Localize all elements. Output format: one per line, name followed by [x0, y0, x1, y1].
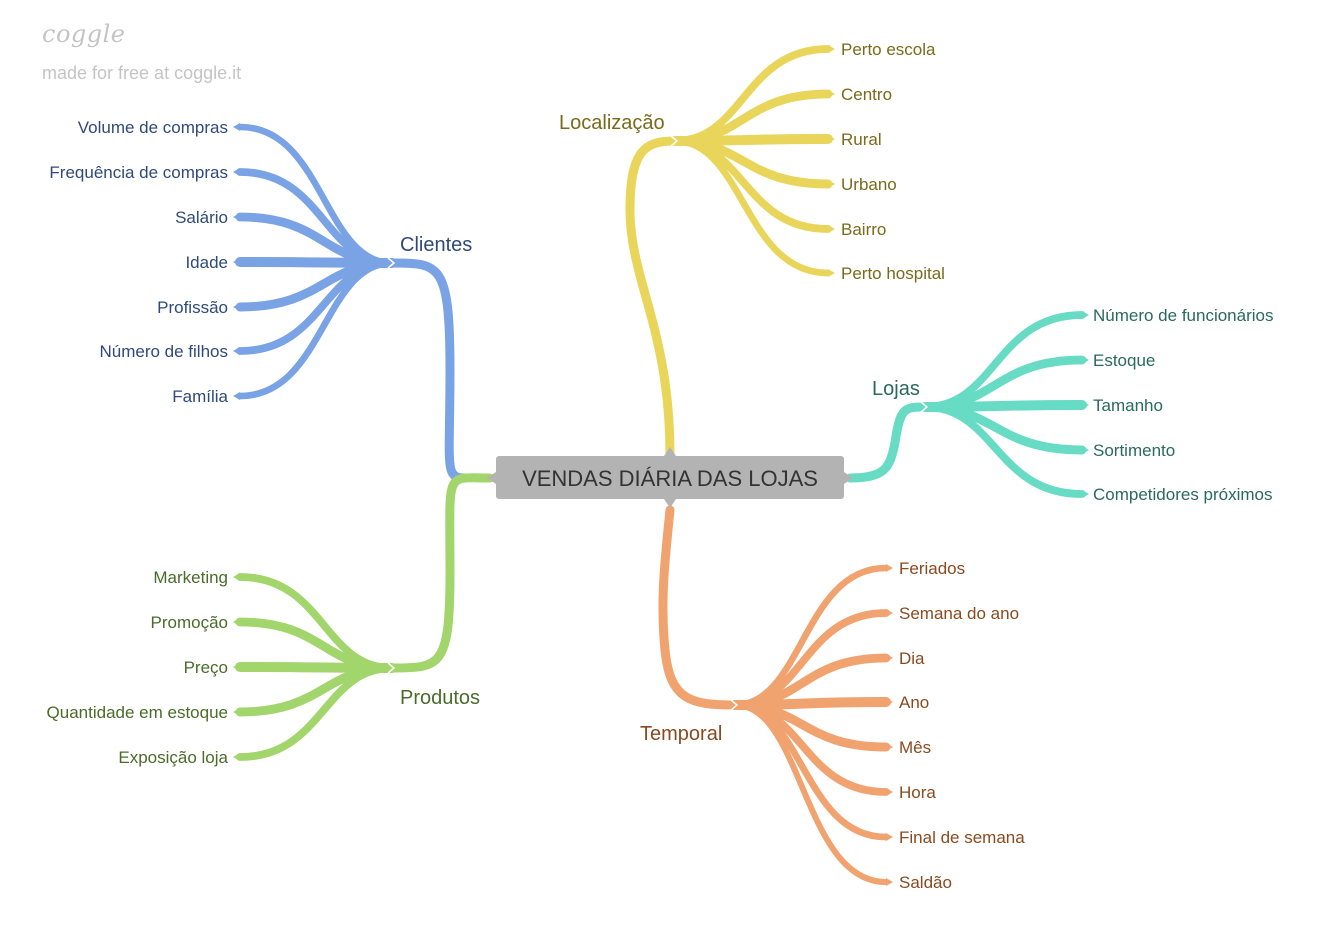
leaf-temporal-mes[interactable]: Mês	[899, 738, 931, 757]
leaf-clientes-numero-de-filhos[interactable]: Número de filhos	[99, 342, 228, 361]
leaf-localizacao-centro[interactable]: Centro	[841, 85, 892, 104]
leaf-clientes-familia[interactable]: Família	[172, 387, 228, 406]
center-node-label: VENDAS DIÁRIA DAS LOJAS	[522, 466, 818, 491]
hub-chevron-temporal	[730, 699, 739, 711]
arrow-tip-temporal-dia	[886, 654, 893, 662]
center-notch-bottom	[664, 499, 676, 508]
hub-chevron-clientes	[387, 257, 396, 269]
leaf-temporal-feriados[interactable]: Feriados	[899, 559, 965, 578]
connector-root-localizacao	[625, 136, 680, 460]
arrow-tip-produtos-marketing	[233, 573, 240, 581]
leaf-clientes-frequencia-de-compras[interactable]: Frequência de compras	[49, 163, 228, 182]
leaf-localizacao-rural[interactable]: Rural	[841, 130, 882, 149]
connector-root-lojas	[845, 402, 930, 483]
leaf-temporal-saldao[interactable]: Saldão	[899, 873, 952, 892]
center-notch-right	[844, 472, 853, 484]
coggle-tagline: made for free at coggle.it	[42, 63, 242, 83]
arrow-tip-temporal-final-de-semana	[886, 833, 893, 841]
arrow-tip-temporal-hora	[886, 788, 893, 796]
arrow-tip-clientes-familia	[233, 392, 240, 400]
center-notch-left	[487, 472, 496, 484]
arrow-tip-localizacao-urbano	[828, 180, 835, 188]
connector-clientes-volume-de-compras	[236, 123, 396, 267]
arrow-tip-localizacao-centro	[828, 90, 835, 98]
leaf-localizacao-perto-hospital[interactable]: Perto hospital	[841, 264, 945, 283]
leaf-localizacao-urbano[interactable]: Urbano	[841, 175, 897, 194]
connector-root-produtos	[387, 473, 495, 673]
arrow-tip-localizacao-perto-hospital	[828, 269, 835, 277]
branch-label-produtos[interactable]: Produtos	[400, 687, 480, 709]
leaf-produtos-quantidade-em-estoque[interactable]: Quantidade em estoque	[47, 703, 228, 722]
arrow-tip-temporal-ano	[886, 698, 893, 706]
leaf-produtos-promocao[interactable]: Promoção	[151, 613, 228, 632]
leaf-temporal-hora[interactable]: Hora	[899, 783, 936, 802]
branch-label-lojas[interactable]: Lojas	[872, 378, 920, 400]
arrow-tip-lojas-tamanho	[1082, 401, 1089, 409]
arrow-tip-produtos-quantidade-em-estoque	[233, 708, 240, 716]
leaf-lojas-sortimento[interactable]: Sortimento	[1093, 441, 1175, 460]
leaf-localizacao-perto-escola[interactable]: Perto escola	[841, 40, 936, 59]
leaf-clientes-profissao[interactable]: Profissão	[157, 298, 228, 317]
center-notch-top	[664, 447, 676, 456]
connector-root-clientes	[387, 258, 470, 483]
arrow-tip-lojas-competidores-proximos	[1082, 490, 1089, 498]
connector-root-temporal	[658, 505, 740, 710]
arrow-tip-produtos-exposicao-loja	[233, 753, 240, 761]
arrow-tip-produtos-promocao	[233, 618, 240, 626]
arrow-tip-localizacao-rural	[828, 135, 835, 143]
leaf-clientes-idade[interactable]: Idade	[185, 253, 228, 272]
connector-layer	[233, 45, 1089, 886]
leaf-lojas-tamanho[interactable]: Tamanho	[1093, 396, 1163, 415]
leaf-temporal-dia[interactable]: Dia	[899, 649, 925, 668]
branch-label-clientes[interactable]: Clientes	[400, 234, 472, 256]
center-node-box	[496, 456, 844, 499]
leaf-clientes-volume-de-compras[interactable]: Volume de compras	[78, 118, 228, 137]
connector-lojas-competidores-proximos	[921, 403, 1086, 498]
coggle-logo: coggle	[42, 20, 126, 48]
branch-label-localizacao[interactable]: Localização	[559, 112, 665, 134]
connector-clientes-familia	[236, 259, 396, 400]
center-node[interactable]: VENDAS DIÁRIA DAS LOJAS	[487, 447, 853, 508]
branch-label-temporal[interactable]: Temporal	[640, 723, 722, 745]
arrow-tip-clientes-numero-de-filhos	[233, 347, 240, 355]
arrow-tip-temporal-semana-do-ano	[886, 609, 893, 617]
arrow-tip-lojas-estoque	[1082, 356, 1089, 364]
leaf-localizacao-bairro[interactable]: Bairro	[841, 220, 886, 239]
leaf-produtos-preco[interactable]: Preço	[184, 658, 228, 677]
arrow-tip-clientes-salario	[233, 213, 240, 221]
arrow-tip-clientes-volume-de-compras	[233, 123, 240, 131]
connector-temporal-feriados	[731, 564, 890, 709]
connector-localizacao-perto-hospital	[671, 137, 832, 277]
arrow-tip-lojas-numero-de-funcionarios	[1082, 311, 1089, 319]
arrow-tip-clientes-frequencia-de-compras	[233, 168, 240, 176]
leaf-lojas-competidores-proximos[interactable]: Competidores próximos	[1093, 485, 1273, 504]
arrow-tip-temporal-mes	[886, 743, 893, 751]
leaf-lojas-estoque[interactable]: Estoque	[1093, 351, 1155, 370]
leaf-produtos-exposicao-loja[interactable]: Exposição loja	[118, 748, 228, 767]
arrow-tip-lojas-sortimento	[1082, 446, 1089, 454]
leaf-lojas-numero-de-funcionarios[interactable]: Número de funcionários	[1093, 306, 1273, 325]
arrow-tip-temporal-saldao	[886, 878, 893, 886]
hub-chevron-produtos	[387, 662, 396, 674]
connector-produtos-exposicao-loja	[236, 664, 396, 761]
connector-temporal-saldao	[732, 702, 889, 885]
arrow-tip-produtos-preco	[233, 663, 240, 671]
leaf-temporal-final-de-semana[interactable]: Final de semana	[899, 828, 1025, 847]
leaf-temporal-semana-do-ano[interactable]: Semana do ano	[899, 604, 1019, 623]
arrow-tip-localizacao-bairro	[828, 225, 835, 233]
arrow-tip-localizacao-perto-escola	[828, 45, 835, 53]
leaf-temporal-ano[interactable]: Ano	[899, 693, 929, 712]
leaf-produtos-marketing[interactable]: Marketing	[153, 568, 228, 587]
arrow-tip-clientes-profissao	[233, 303, 240, 311]
arrow-tip-temporal-feriados	[886, 564, 893, 572]
arrow-tip-clientes-idade	[233, 258, 240, 266]
hub-chevron-localizacao	[670, 135, 679, 147]
hub-chevron-lojas	[920, 401, 929, 413]
leaf-clientes-salario[interactable]: Salário	[175, 208, 228, 227]
